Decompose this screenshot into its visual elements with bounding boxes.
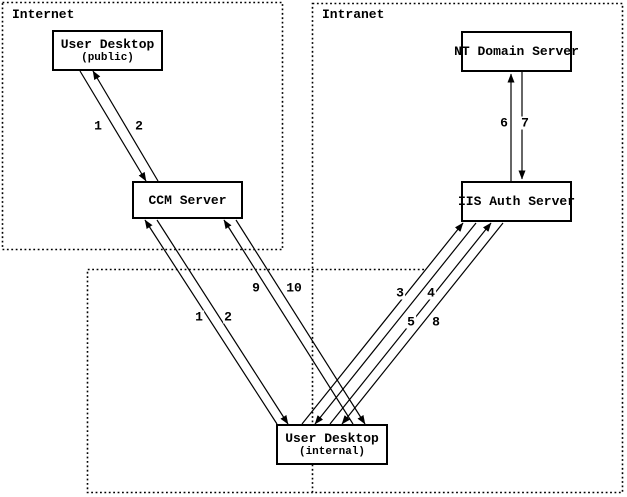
edge-4-iis-to-internal <box>314 222 477 425</box>
node-label: CCM Server <box>148 192 227 208</box>
intranet-zone-border <box>311 2 624 494</box>
edge-label-7: 7 <box>520 115 530 131</box>
edge-label-2-public: 2 <box>134 118 144 134</box>
edge-label-9: 9 <box>251 280 261 296</box>
edge-2-ccm-to-internal <box>156 219 289 425</box>
internet-zone-label: Internet <box>10 7 77 22</box>
node-sublabel: (public) <box>81 52 134 64</box>
edge-3-internal-to-iis <box>301 222 464 425</box>
node-user-desktop-internal: User Desktop (internal) <box>276 424 388 465</box>
edge-8-iis-to-internal <box>341 222 504 425</box>
node-ccm-server: CCM Server <box>132 181 243 219</box>
edge-1-internal-to-ccm <box>144 219 278 425</box>
edge-label-4: 4 <box>426 285 436 301</box>
edge-label-8: 8 <box>431 314 441 330</box>
edge-label-3: 3 <box>395 285 405 301</box>
edge-label-2-internal: 2 <box>223 309 233 325</box>
node-nt-domain-server: NT Domain Server <box>454 31 579 72</box>
edge-label-10: 10 <box>285 280 303 296</box>
edge-label-1-public: 1 <box>93 118 103 134</box>
node-user-desktop-public: User Desktop (public) <box>52 30 163 71</box>
intranet-zone-label: Intranet <box>320 7 387 22</box>
edge-label-1-internal: 1 <box>194 309 204 325</box>
node-label: User Desktop <box>285 431 379 446</box>
node-sublabel: (internal) <box>298 446 365 458</box>
edge-label-6: 6 <box>499 115 509 131</box>
edge-1-public-to-ccm <box>79 70 147 182</box>
edge-10-ccm-to-internal <box>235 219 366 425</box>
node-iis-auth-server: IIS Auth Server <box>457 181 576 222</box>
edge-label-5: 5 <box>406 314 416 330</box>
node-label: User Desktop <box>60 37 155 52</box>
node-label: IIS Auth Server <box>457 194 576 209</box>
edge-9-internal-to-ccm <box>223 219 354 425</box>
node-label: NT Domain Server <box>454 44 579 59</box>
edge-2-ccm-to-public <box>92 70 159 182</box>
